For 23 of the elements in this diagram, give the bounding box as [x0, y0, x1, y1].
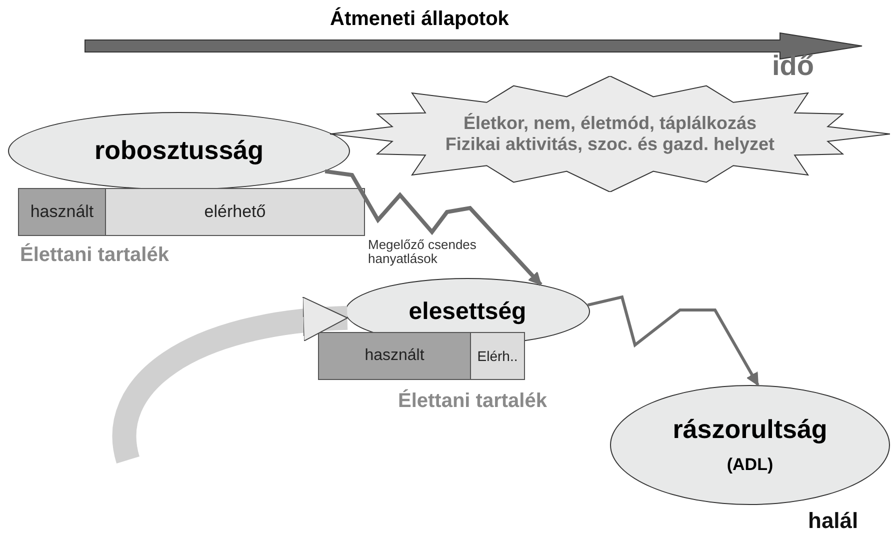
zigzag-arrow [587, 295, 760, 386]
reserve-bar-segment [470, 332, 525, 380]
node-title: robosztusság [94, 136, 264, 166]
bar-caption: Élettani tartalék [20, 244, 169, 267]
bar-label: használt [364, 346, 424, 366]
axis-title: Átmeneti állapotok [330, 8, 509, 31]
factor-text: Fizikai aktivitás, szoc. és gazd. helyzet [445, 134, 775, 155]
reserve-bar-segment [318, 332, 471, 380]
reserve-bar-segment [18, 188, 106, 236]
axis-label: idő [772, 50, 814, 82]
zigzag-arrow [324, 169, 542, 286]
bar-label: Elérh.. [477, 348, 518, 364]
reserve-bar-segment [105, 188, 365, 236]
node-title: rászorultság [672, 415, 828, 446]
bar-caption: Élettani tartalék [398, 390, 547, 413]
curved-block-arrow [112, 298, 348, 462]
node-subtitle: (ADL) [726, 455, 774, 475]
factor-text: Életkor, nem, életmód, táplálkozás [463, 113, 757, 134]
bar-label: elérhető [204, 202, 266, 222]
bar-label: használt [30, 202, 94, 222]
starburst-shape [330, 76, 890, 192]
node-title: elesettség [408, 298, 526, 326]
end-state-label: halál [808, 508, 858, 534]
